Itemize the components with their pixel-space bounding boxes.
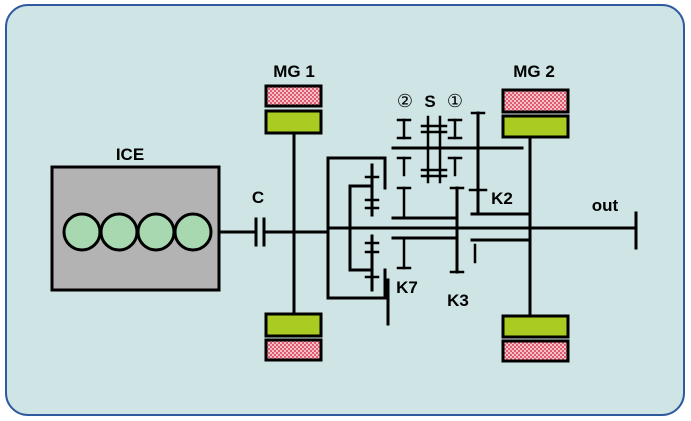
label-out: out [592,196,619,215]
mg1-stator-bottom [264,312,323,338]
label-mg2: MG 2 [513,62,555,81]
label-ice: ICE [116,145,144,164]
mg2-rotor-bottom [501,339,570,363]
label-gear-1: ① [447,91,463,112]
planetary-gearset [391,115,478,270]
label-k7: K7 [396,278,418,297]
cylinder-4 [173,212,213,252]
mg2-stator-top [501,114,570,139]
label-k2: K2 [491,189,513,208]
engine-ice [50,165,221,292]
mg1-rotor-top [264,84,323,108]
mg1-rotor-bottom [264,338,323,362]
label-sun: S [424,92,435,111]
inner-carrier [348,163,380,292]
cylinder-3 [136,212,176,252]
label-clutch: C [252,188,264,207]
cylinder-2 [99,212,139,252]
label-mg1: MG 1 [273,62,315,81]
label-gear-2: ② [397,91,413,112]
mg2-stator-bottom [501,314,570,339]
mg2-rotor-top [501,88,570,114]
label-k3: K3 [447,291,469,310]
cylinder-1 [62,212,102,252]
mg1-stator-top [264,109,323,135]
